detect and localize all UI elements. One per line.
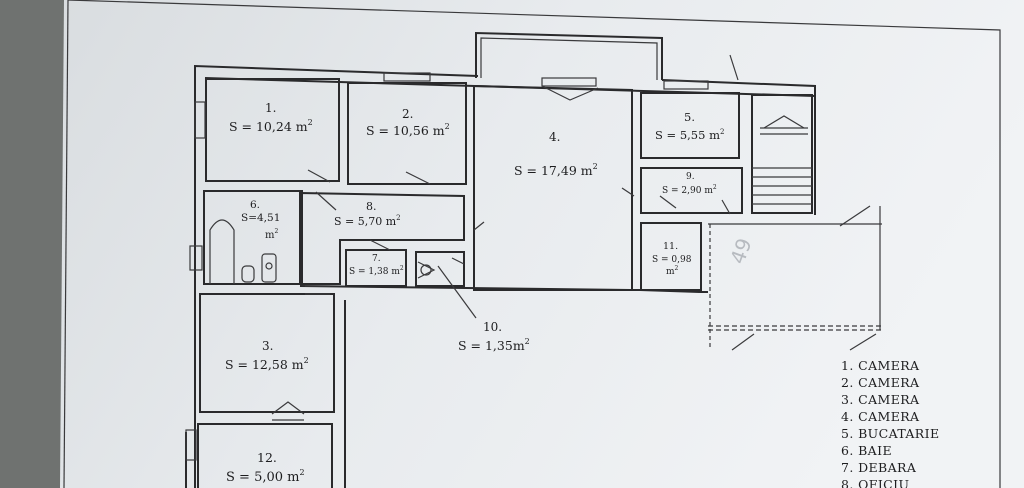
room-12-area: S = 5,00 m2 [226, 468, 305, 485]
room-6-number: 6. [250, 199, 260, 211]
room-7-area: S = 1,38 m2 [349, 265, 404, 277]
room-12-number: 12. [257, 450, 277, 465]
room-7-number: 7. [372, 254, 381, 264]
room-2-number: 2. [402, 107, 413, 121]
frame-border [67, 0, 1001, 488]
room-9-area: S = 2,90 m2 [662, 184, 717, 196]
frame-left-border [63, 0, 69, 488]
legend-item-2: 2. CAMERA [841, 375, 920, 390]
legend-item-7: 7. DEBARA [841, 460, 917, 475]
room-6-area: S=4,51 [241, 212, 280, 224]
legend-item-3: 3. CAMERA [841, 392, 920, 407]
room-10-number: 10. [483, 320, 502, 334]
legend-item-6: 6. BAIE [841, 443, 892, 458]
walls [185, 31, 882, 488]
legend-item-1: 1. CAMERA [841, 358, 920, 373]
room-3-number: 3. [262, 339, 273, 353]
room-11-area: S = 0,98 [652, 255, 692, 265]
legend-item-8: 8. OFICIU [841, 477, 909, 488]
room-1-area: S = 10,24 m2 [229, 118, 313, 134]
legend-item-5: 5. BUCATARIE [841, 426, 939, 441]
room-3-area: S = 12,58 m2 [225, 356, 309, 372]
room-4-area: S = 17,49 m2 [514, 162, 598, 178]
legend: 1. CAMERA 2. CAMERA 3. CAMERA 4. CAMERA … [841, 358, 939, 488]
room-11-number: 11. [663, 241, 678, 252]
room-10-area: S = 1,35m2 [458, 337, 530, 353]
paper-surface [60, 0, 1024, 488]
room-9-number: 9. [686, 172, 695, 182]
room-labels: 1. S = 10,24 m2 2. S = 10,56 m2 4. S = 1… [225, 101, 724, 485]
room-8-area: S = 5,70 m2 [334, 214, 401, 228]
legend-item-4: 4. CAMERA [841, 409, 920, 424]
room-6-unit: m2 [265, 228, 278, 241]
room-2-area: S = 10,56 m2 [366, 122, 450, 138]
room-4-number: 4. [549, 130, 560, 144]
room-8-number: 8. [366, 200, 377, 213]
room-5-number: 5. [684, 110, 695, 124]
room-11-unit: m2 [666, 265, 679, 277]
room-1-number: 1. [265, 101, 276, 115]
room-5-area: S = 5,55 m2 [655, 128, 724, 142]
